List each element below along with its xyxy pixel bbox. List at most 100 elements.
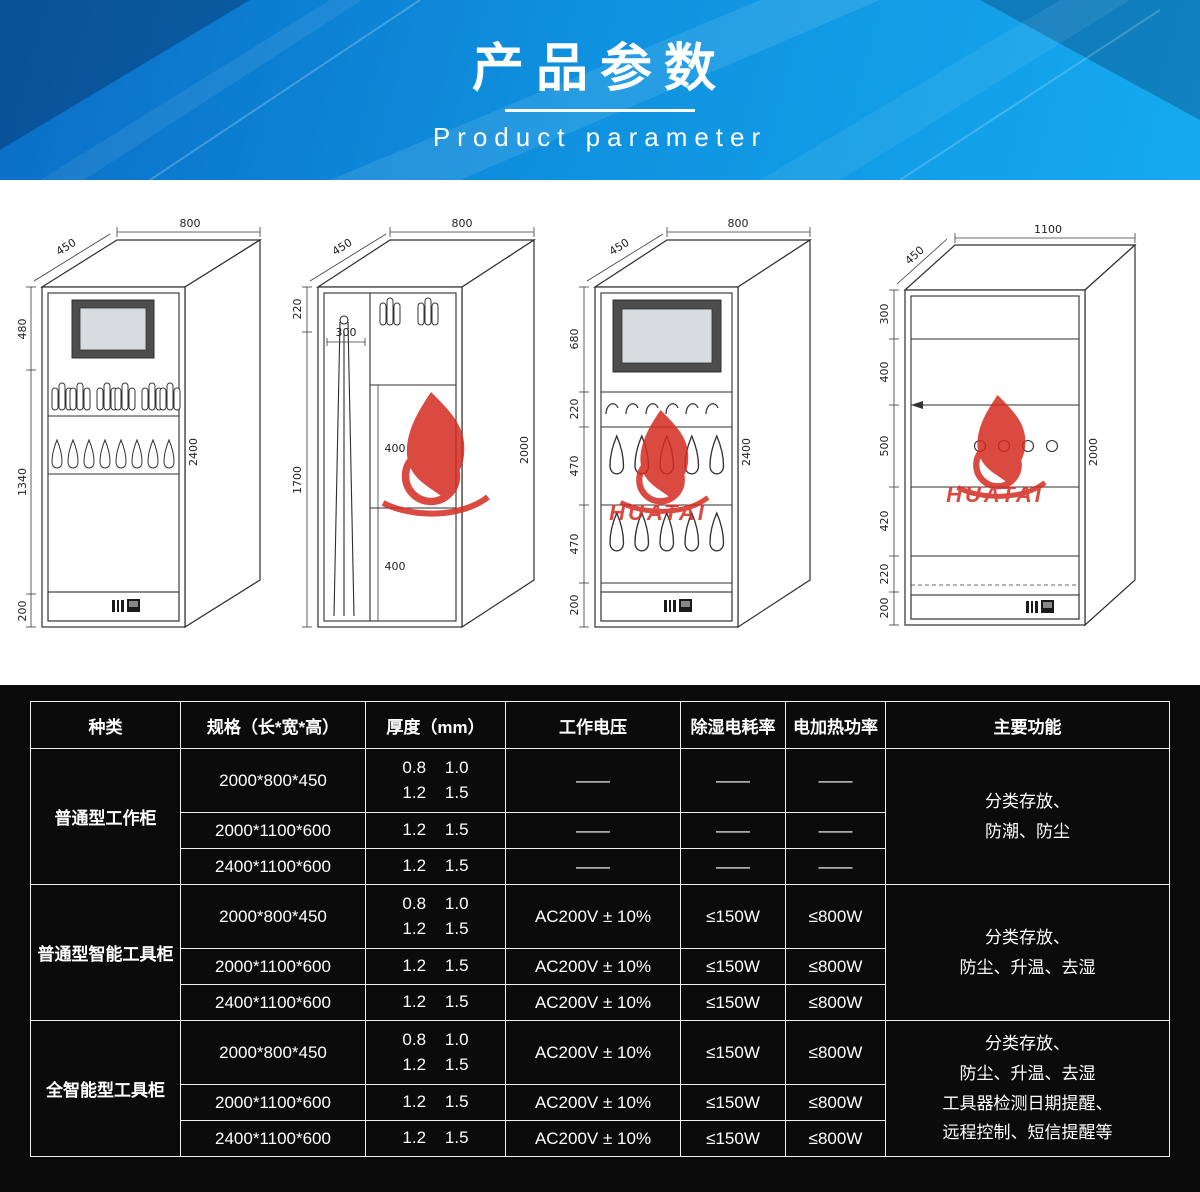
- table-row: 2000*1100*600 1.2 1.5 AC200V ± 10% ≤150W…: [31, 1084, 1170, 1121]
- thickness-cell: 1.2 1.5: [365, 1120, 506, 1157]
- header-decor: [0, 0, 1200, 180]
- heating-cell: ≤800W: [785, 1120, 886, 1157]
- thickness-line: 1.2 1.5: [402, 956, 469, 976]
- heating-cell: ≤800W: [785, 948, 886, 985]
- dim-label-width: 800: [728, 217, 749, 230]
- col-header-functions: 主要功能: [885, 701, 1170, 749]
- col-header-voltage: 工作电压: [505, 701, 681, 749]
- dim-label-seg: 1340: [16, 468, 29, 496]
- dehumid-cell: ——: [680, 812, 786, 849]
- spec-cell: 2000*1100*600: [180, 948, 366, 985]
- page-title: 产品参数: [471, 40, 728, 98]
- table-row: 2400*1100*600 1.2 1.5 AC200V ± 10% ≤150W…: [31, 1120, 1170, 1157]
- spec-cell: 2000*800*450: [180, 884, 366, 949]
- spec-cell: 2400*1100*600: [180, 984, 366, 1021]
- spec-cell: 2000*800*450: [180, 748, 366, 813]
- dim-label-seg: 500: [878, 436, 891, 457]
- dehumid-cell: ——: [680, 748, 786, 813]
- type-cell: 全智能型工具柜: [30, 1020, 181, 1157]
- thickness-cell: 1.2 1.5: [365, 984, 506, 1021]
- dim-label-depth: 450: [903, 244, 927, 268]
- spec-cell: 2000*1100*600: [180, 1084, 366, 1121]
- heating-cell: ≤800W: [785, 984, 886, 1021]
- table-row: 2400*1100*600 1.2 1.5 AC200V ± 10% ≤150W…: [31, 984, 1170, 1021]
- voltage-cell: AC200V ± 10%: [505, 1120, 681, 1157]
- thickness-line: 1.2 1.5: [402, 992, 469, 1012]
- spec-cell: 2400*1100*600: [180, 1120, 366, 1157]
- dim-label-seg: 220: [291, 299, 304, 320]
- table-row: 全智能型工具柜 2000*800*450 0.8 1.0 1.2 1.5 AC2…: [30, 1020, 1170, 1157]
- thickness-cell: 1.2 1.5: [365, 948, 506, 985]
- thickness-cell: 1.2 1.5: [365, 812, 506, 849]
- dim-label-seg: 400: [385, 560, 406, 573]
- thickness-cell: 1.2 1.5: [365, 848, 506, 885]
- col-header-thickness: 厚度（mm）: [365, 701, 506, 749]
- table-header-row: 种类 规格（长*宽*高） 厚度（mm） 工作电压 除湿电耗率 电加热功率 主要功…: [30, 701, 1170, 749]
- dim-label-seg: 420: [878, 511, 891, 532]
- parameter-table-section: 种类 规格（长*宽*高） 厚度（mm） 工作电压 除湿电耗率 电加热功率 主要功…: [0, 685, 1200, 1192]
- thickness-line: 1.2 1.5: [402, 856, 469, 876]
- thickness-line: 1.2 1.5: [402, 1092, 469, 1112]
- type-cell: 普通型智能工具柜: [30, 884, 181, 1021]
- dim-label-seg: 470: [568, 456, 581, 477]
- dehumid-cell: ≤150W: [680, 1084, 786, 1121]
- dim-label-width: 800: [180, 217, 201, 230]
- dehumid-cell: ≤150W: [680, 1020, 786, 1085]
- watermark-brand-text: HUATAI: [609, 500, 707, 525]
- heating-cell: ≤800W: [785, 1084, 886, 1121]
- voltage-cell: AC200V ± 10%: [505, 1020, 681, 1085]
- function-line: 工具器检测日期提醒、: [942, 1093, 1113, 1113]
- dim-label-seg: 220: [568, 399, 581, 420]
- dim-label-seg: 1700: [291, 466, 304, 494]
- voltage-cell: AC200V ± 10%: [505, 884, 681, 949]
- cabinet-diagram-1: 800 450 480 1340 200 2400: [16, 217, 263, 629]
- cabinet-diagram-2: 300 400 400 800 450 220 1700 2000: [291, 217, 537, 629]
- thickness-line: 1.2 1.5: [402, 918, 469, 938]
- dim-label-inner-width: 300: [336, 326, 357, 339]
- dim-label-depth: 450: [607, 236, 632, 258]
- dim-label-seg: 680: [568, 329, 581, 350]
- table-row: 普通型工作柜 2000*800*450 0.8 1.0 1.2 1.5 —— —…: [30, 748, 1170, 885]
- function-line: 防潮、防尘: [985, 821, 1070, 841]
- dehumid-cell: ≤150W: [680, 984, 786, 1021]
- table-row: 2000*1100*600 1.2 1.5 —— —— ——: [31, 812, 1170, 849]
- thickness-line: 1.2 1.5: [402, 1128, 469, 1148]
- col-header-dehumid: 除湿电耗率: [680, 701, 786, 749]
- dim-label-depth: 450: [330, 236, 355, 258]
- thickness-line: 1.2 1.5: [402, 1054, 469, 1074]
- heating-cell: ≤800W: [785, 884, 886, 949]
- huatai-watermark: HUATAI HUATAI: [383, 392, 1045, 525]
- thickness-cell: 0.8 1.0 1.2 1.5: [365, 884, 506, 949]
- dim-label-depth: 450: [54, 236, 79, 258]
- type-cell: 普通型工作柜: [30, 748, 181, 885]
- function-line: 分类存放、: [985, 791, 1070, 811]
- functions-cell: 分类存放、 防潮、防尘: [885, 748, 1170, 885]
- dim-label-total-height: 2400: [187, 438, 200, 466]
- dehumid-cell: ——: [680, 848, 786, 885]
- cabinet-diagrams-section: 800 450 480 1340 200 2400 300 400 400: [0, 180, 1200, 685]
- voltage-cell: ——: [505, 812, 681, 849]
- function-line: 防尘、升温、去湿: [959, 957, 1096, 977]
- col-header-heating: 电加热功率: [785, 701, 886, 749]
- heating-cell: ——: [785, 848, 886, 885]
- spec-table: 种类 规格（长*宽*高） 厚度（mm） 工作电压 除湿电耗率 电加热功率 主要功…: [30, 701, 1170, 1157]
- thickness-cell: 1.2 1.5: [365, 1084, 506, 1121]
- functions-cell: 分类存放、 防尘、升温、去湿 工具器检测日期提醒、 远程控制、短信提醒等: [885, 1020, 1170, 1157]
- dim-label-total-height: 2000: [518, 436, 531, 464]
- page-subtitle: Product parameter: [432, 122, 768, 152]
- function-line: 分类存放、: [985, 1034, 1070, 1053]
- thickness-line: 1.2 1.5: [402, 820, 469, 840]
- dim-label-seg: 300: [878, 304, 891, 325]
- voltage-cell: AC200V ± 10%: [505, 984, 681, 1021]
- table-row: 2000*1100*600 1.2 1.5 AC200V ± 10% ≤150W…: [31, 948, 1170, 985]
- dim-label-total-height: 2000: [1087, 438, 1100, 466]
- col-header-spec: 规格（长*宽*高）: [180, 701, 366, 749]
- thickness-line: 0.8 1.0: [402, 757, 469, 777]
- dehumid-cell: ≤150W: [680, 884, 786, 949]
- dim-label-seg: 200: [16, 601, 29, 622]
- heating-cell: ≤800W: [785, 1020, 886, 1085]
- col-header-type: 种类: [30, 701, 181, 749]
- thickness-line: 0.8 1.0: [402, 1029, 469, 1049]
- dim-label-total-height: 2400: [740, 438, 753, 466]
- dim-label-seg: 470: [568, 534, 581, 555]
